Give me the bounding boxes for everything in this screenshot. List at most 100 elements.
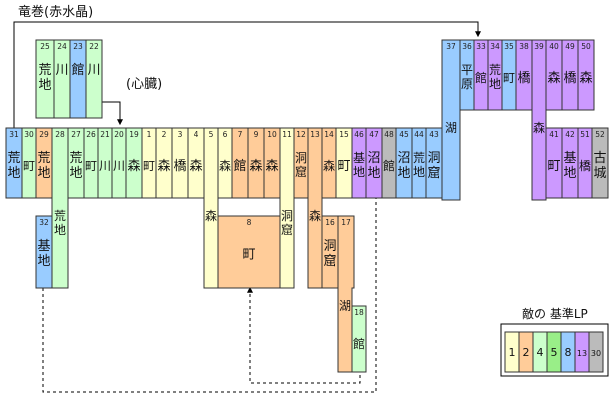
room-number: 17 xyxy=(341,218,351,227)
room-label: 森 xyxy=(219,158,231,173)
room-number: 35 xyxy=(504,42,514,51)
room-number: 39 xyxy=(534,42,544,51)
room-number: 9 xyxy=(254,130,259,139)
room-14: 14森 xyxy=(321,127,337,199)
room-number: 20 xyxy=(114,130,124,139)
corridor-28: 荒地 xyxy=(51,197,69,289)
room-44: 44 荒地 xyxy=(411,127,427,199)
warp-line-outer xyxy=(42,172,379,393)
room-label: 川 xyxy=(55,63,68,78)
corridor-11: 洞窟 xyxy=(279,197,295,289)
corridor-label: 森 xyxy=(533,120,545,135)
room-label: 館 xyxy=(383,158,395,173)
corridor-39: 森 xyxy=(531,109,547,201)
tornado-route-line xyxy=(13,21,481,128)
room-number: 24 xyxy=(57,42,67,51)
room-label: 荒地 xyxy=(38,63,51,93)
legend-value: 13 xyxy=(577,349,587,358)
room-24: 24 川 xyxy=(53,39,71,119)
room-label: 川 xyxy=(87,63,100,78)
corridor-37: 湖 xyxy=(441,109,461,201)
room-label: 森 xyxy=(323,158,335,173)
room-50: 50森 xyxy=(577,39,595,111)
room-number: 32 xyxy=(39,218,49,227)
room-number: 2 xyxy=(162,130,167,139)
room-number: 25 xyxy=(40,42,50,51)
room-number: 46 xyxy=(354,130,364,139)
legend-value: 4 xyxy=(537,346,544,359)
room-number: 8 xyxy=(247,218,252,227)
room-label: 森 xyxy=(547,71,560,86)
legend-item-4: 4 xyxy=(532,331,548,373)
room-51: 51橋 xyxy=(577,127,593,199)
room-label: 町 xyxy=(85,159,97,173)
room-number: 51 xyxy=(580,130,590,139)
room-34: 34 荒地 xyxy=(487,39,503,111)
room-21: 21川 xyxy=(97,127,113,199)
room-label: 館 xyxy=(71,63,84,78)
room-label: 荒地 xyxy=(413,151,425,179)
legend-value: 1 xyxy=(509,346,516,359)
room-6: 6森 xyxy=(217,127,233,199)
room-number: 11 xyxy=(282,130,292,139)
room-28: 28 xyxy=(51,127,69,199)
room-19: 19森 xyxy=(125,127,143,199)
room-number: 42 xyxy=(565,130,575,139)
room-label: 館 xyxy=(353,336,365,351)
room-number: 22 xyxy=(89,42,99,51)
room-7: 7館 xyxy=(231,127,249,199)
room-30: 30町 xyxy=(21,127,37,199)
room-18: 18館 xyxy=(351,305,367,373)
room-label: 森 xyxy=(249,159,262,174)
corridor-5: 森 xyxy=(203,197,219,289)
room-label: 荒地 xyxy=(69,151,82,181)
legend-item-8: 8 xyxy=(560,331,576,373)
room-number: 33 xyxy=(476,42,486,51)
room-label: 館 xyxy=(475,70,487,85)
room-number: 47 xyxy=(369,130,379,139)
corridor-label: 森 xyxy=(309,208,321,223)
room-label: 荒地 xyxy=(489,63,501,91)
room-13: 13 xyxy=(307,127,323,199)
room-number: 36 xyxy=(462,42,472,51)
corridor-label: 湖 xyxy=(445,120,457,135)
room-number: 1 xyxy=(147,130,152,139)
room-number: 34 xyxy=(490,42,500,51)
room-number: 7 xyxy=(238,130,243,139)
room-number: 45 xyxy=(399,130,409,139)
heart-label: (心臓) xyxy=(126,77,162,92)
room-11: 11 xyxy=(279,127,295,199)
room-10: 10 森 xyxy=(263,127,281,199)
room-label: 基地 xyxy=(563,151,576,181)
room-label: 森 xyxy=(579,71,592,86)
room-number: 6 xyxy=(223,130,228,139)
corridor-label: 荒地 xyxy=(54,209,66,237)
room-15: 15 町 xyxy=(335,127,353,199)
room-number: 15 xyxy=(339,130,349,139)
corridor-label: 湖 xyxy=(339,298,351,313)
room-label: 館 xyxy=(233,159,246,174)
room-26: 26町 xyxy=(83,127,99,199)
room-42: 42 基地 xyxy=(561,127,579,199)
legend-title: 敵の 基準LP xyxy=(522,306,588,321)
legend-item-13: 13 xyxy=(574,331,590,373)
room-label: 町 xyxy=(337,159,350,174)
room-number: 30 xyxy=(24,130,34,139)
room-2: 2森 xyxy=(155,127,173,199)
room-number: 37 xyxy=(446,42,456,51)
room-number: 31 xyxy=(9,130,19,139)
room-label: 洞窟 xyxy=(295,151,307,179)
room-label: 橋 xyxy=(517,71,530,86)
legend-value: 8 xyxy=(565,346,572,359)
room-40: 40 森 xyxy=(545,39,563,111)
room-number: 10 xyxy=(267,130,277,139)
room-number: 44 xyxy=(414,130,424,139)
room-label: 森 xyxy=(265,159,278,174)
room-number: 40 xyxy=(549,42,559,51)
room-label: 森 xyxy=(189,159,202,174)
room-number: 29 xyxy=(39,130,49,139)
